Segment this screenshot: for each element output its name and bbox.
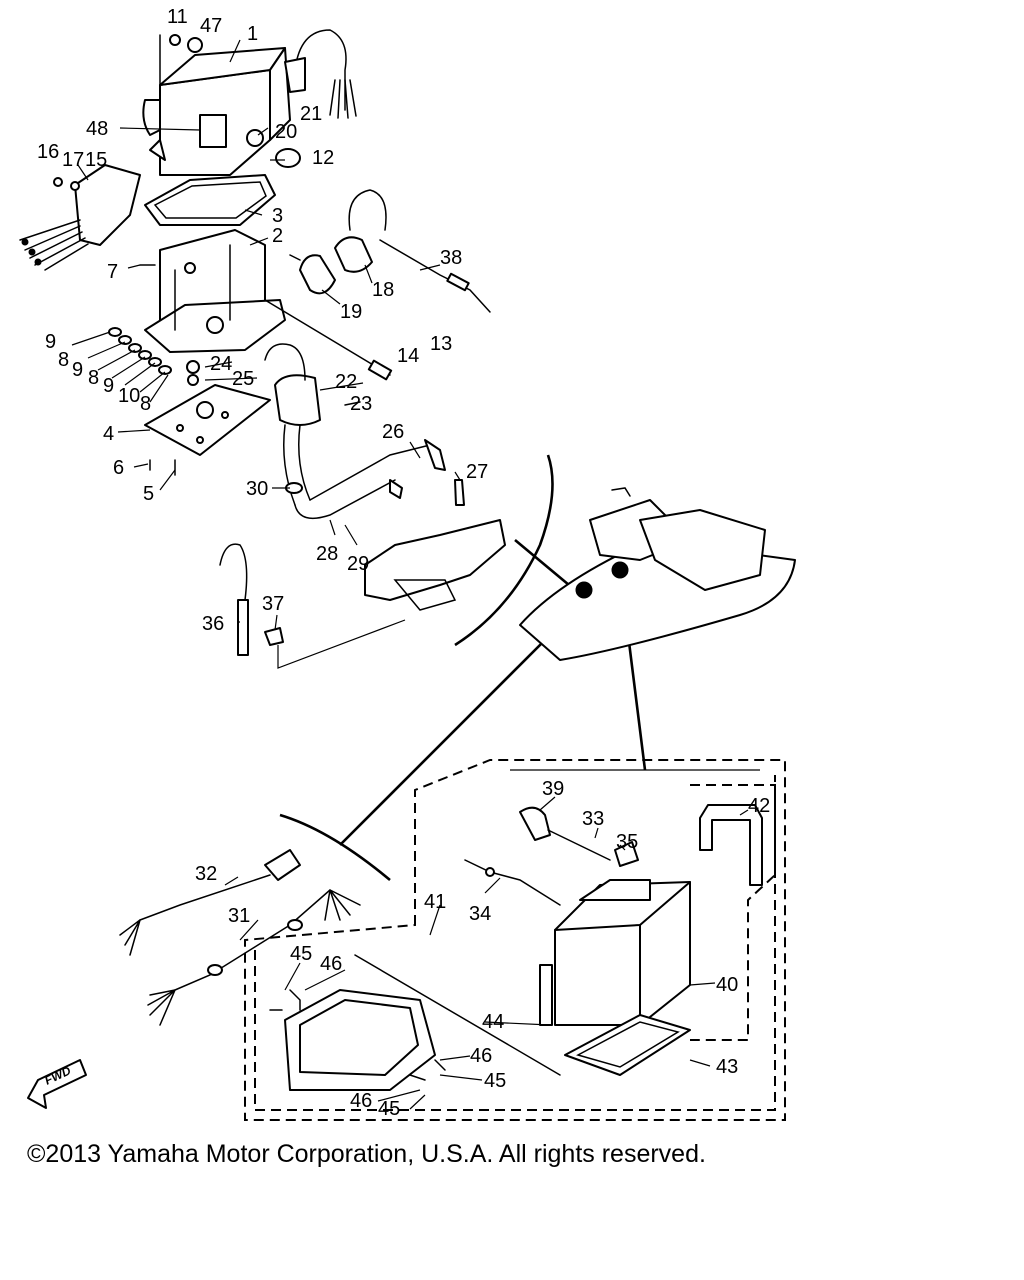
callout: 33 xyxy=(582,808,604,830)
watercraft-illustration xyxy=(519,487,796,661)
washer-set xyxy=(108,327,172,375)
callout: 4 xyxy=(103,423,114,445)
callout: 21 xyxy=(300,103,322,125)
electrical-box-cover xyxy=(142,47,291,176)
callout: 13 xyxy=(430,333,452,355)
leader-lines xyxy=(71,39,749,1110)
callout: 43 xyxy=(716,1056,738,1078)
callout: 46 xyxy=(470,1045,492,1067)
cap-plug xyxy=(275,148,301,168)
callout: 42 xyxy=(748,795,770,817)
callout-labels: 11 47 1 48 20 21 12 16 17 15 3 2 7 38 18… xyxy=(37,6,770,1120)
callout: 8 xyxy=(140,393,151,415)
wire-harness-31 xyxy=(147,889,361,1026)
ignition-coil xyxy=(264,343,321,506)
solenoid xyxy=(289,254,336,295)
copyright-notice: ©2013 Yamaha Motor Corporation, U.S.A. A… xyxy=(27,1140,706,1168)
lead-wire-36 xyxy=(219,543,249,656)
callout: 8 xyxy=(58,349,69,371)
callout: 44 xyxy=(482,1011,504,1033)
spark-plug-leads xyxy=(285,439,446,520)
callout: 35 xyxy=(616,831,638,853)
callout: 41 xyxy=(424,891,446,913)
callout: 45 xyxy=(290,943,312,965)
starter-relay xyxy=(334,189,387,273)
callout: 19 xyxy=(340,301,362,323)
callout: 40 xyxy=(716,974,738,996)
electrical-box-base xyxy=(144,229,286,353)
callout: 23 xyxy=(350,393,372,415)
fwd-arrow-icon: FWD xyxy=(27,1059,87,1109)
callout: 36 xyxy=(202,613,224,635)
mounting-plate xyxy=(144,384,271,456)
callout: 24 xyxy=(210,353,232,375)
callout: 46 xyxy=(320,953,342,975)
callout: 3 xyxy=(272,205,283,227)
callout: 1 xyxy=(247,23,258,45)
callout: 26 xyxy=(382,421,404,443)
callout: 7 xyxy=(107,261,118,283)
battery-strap xyxy=(699,804,763,886)
callout: 46 xyxy=(350,1090,372,1112)
callout: 2 xyxy=(272,225,283,247)
battery-cable xyxy=(379,239,491,313)
battery xyxy=(554,879,691,1026)
callout: 11 xyxy=(167,6,188,28)
spark-plug xyxy=(454,479,465,506)
callout: 38 xyxy=(440,247,462,269)
callout: 12 xyxy=(312,147,334,169)
bolt-fastener xyxy=(159,34,203,86)
callout: 9 xyxy=(72,359,83,381)
callout: 20 xyxy=(275,121,297,143)
callout: 45 xyxy=(484,1070,506,1092)
callout: 37 xyxy=(262,593,284,615)
callout: 30 xyxy=(246,478,268,500)
engine-outline xyxy=(364,519,506,601)
callout: 6 xyxy=(113,457,124,479)
callout: 27 xyxy=(466,461,488,483)
callout: 25 xyxy=(232,368,254,390)
callout: 17 xyxy=(62,149,84,171)
callout: 47 xyxy=(200,15,222,37)
battery-lead-39 xyxy=(519,806,639,867)
cdi-unit xyxy=(19,164,141,271)
battery-group-boundary xyxy=(244,759,786,1121)
callout: 16 xyxy=(37,141,59,163)
callout: 45 xyxy=(378,1098,400,1120)
battery-box xyxy=(284,954,561,1091)
callout: 14 xyxy=(397,345,419,367)
callout: 28 xyxy=(316,543,338,565)
lead-wire-assembly xyxy=(284,29,357,119)
callout: 31 xyxy=(228,905,250,927)
callout: 8 xyxy=(88,367,99,389)
callout: 15 xyxy=(85,149,107,171)
callout: 22 xyxy=(335,371,357,393)
callout: 34 xyxy=(469,903,491,925)
callout: 29 xyxy=(347,553,369,575)
callout: 9 xyxy=(103,375,114,397)
callout: 18 xyxy=(372,279,394,301)
callout: 48 xyxy=(86,118,108,140)
callout: 10 xyxy=(118,385,140,407)
callout: 9 xyxy=(45,331,56,353)
wire-harness-32 xyxy=(119,849,301,956)
callout: 5 xyxy=(143,483,154,505)
callout: 32 xyxy=(195,863,217,885)
callout: 39 xyxy=(542,778,564,800)
battery-lead-34 xyxy=(464,859,561,906)
